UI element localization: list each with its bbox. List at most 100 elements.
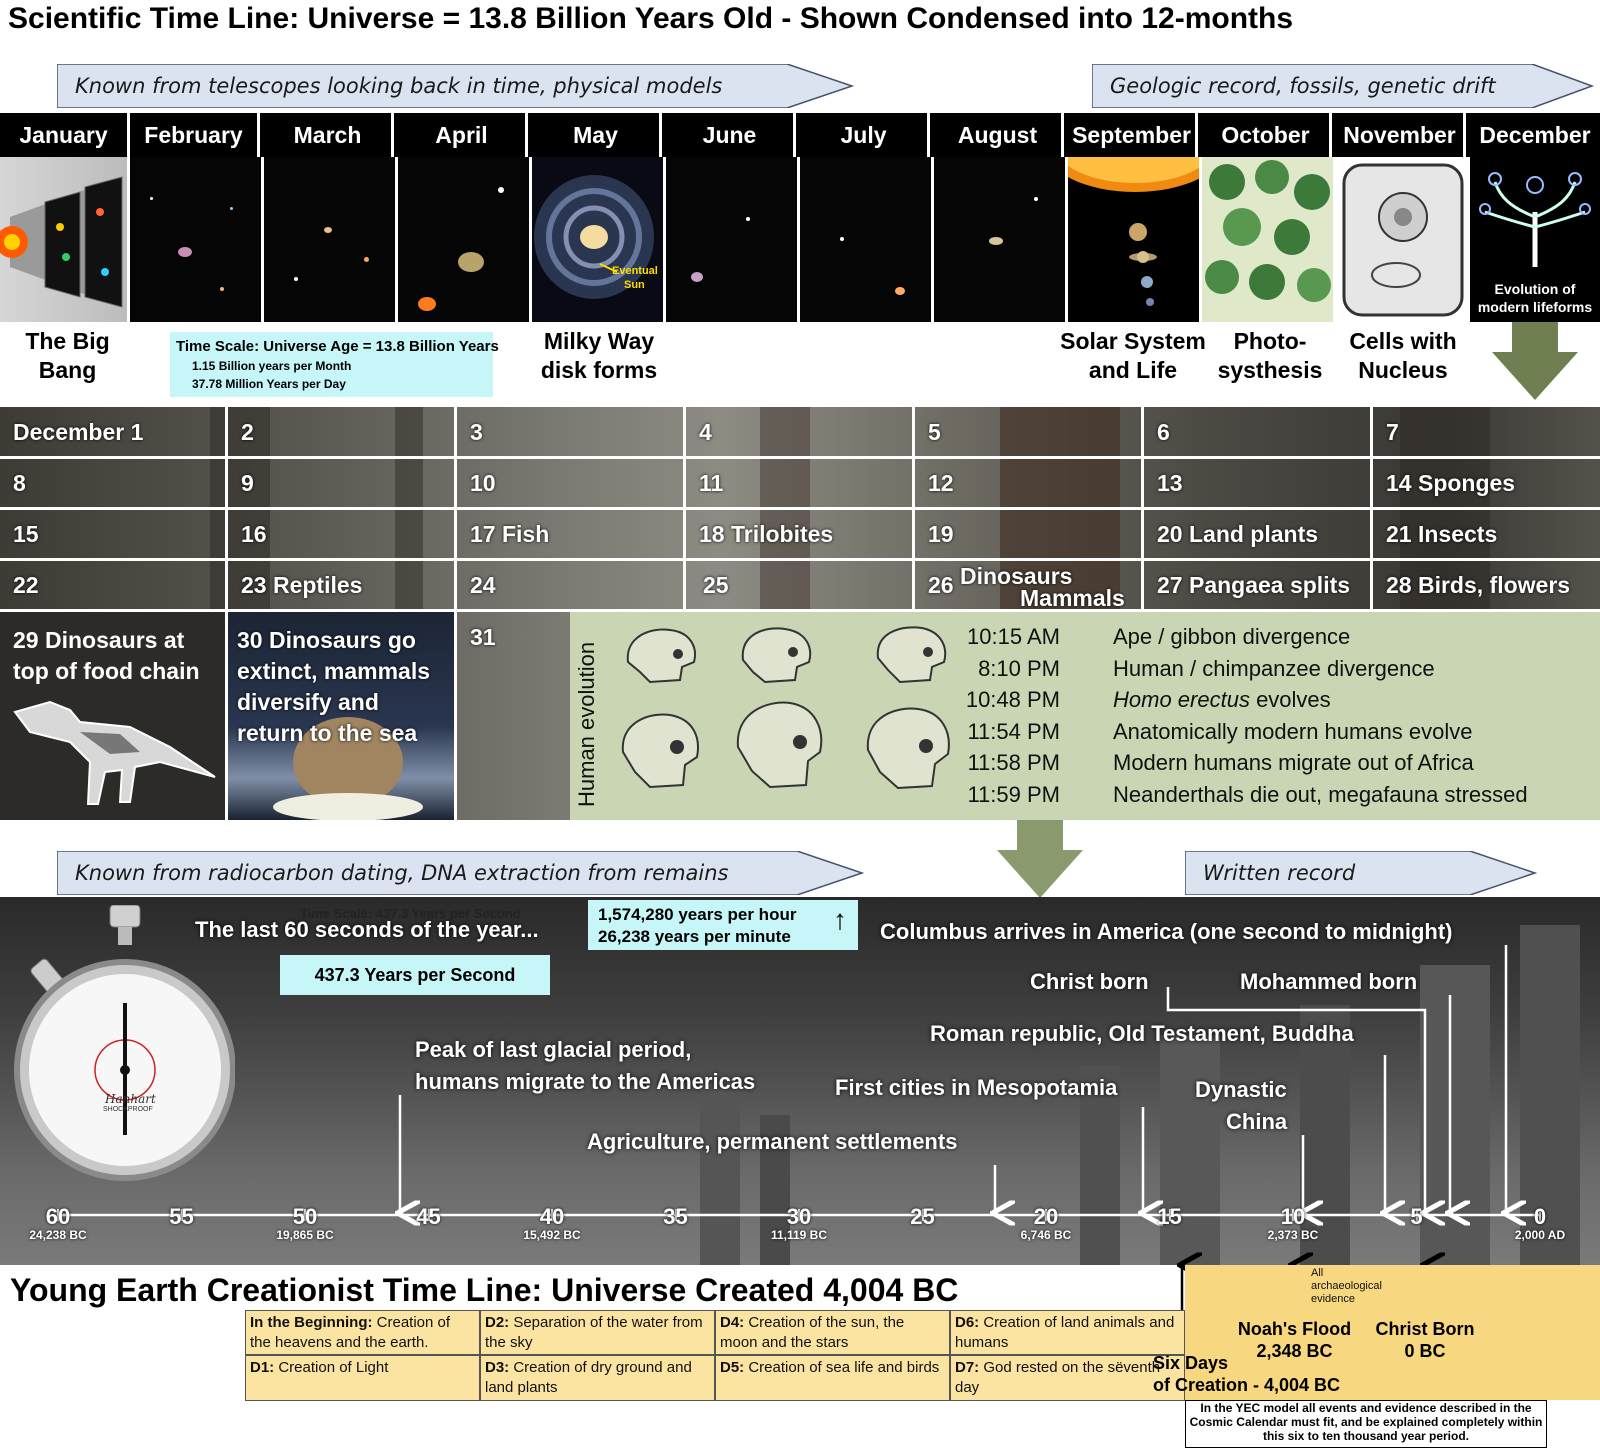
six-days-label: Six Days of Creation - 4,004 BC — [1153, 1352, 1340, 1396]
axis-year-label: 6,746 BC — [1020, 1228, 1072, 1242]
axis-tick-mark — [921, 1209, 924, 1221]
human-evolution-label: Human evolution — [574, 641, 599, 807]
per-hour-text: 1,574,280 years per hour — [598, 905, 797, 924]
month-january: January — [0, 113, 130, 157]
day-cell: 15 — [13, 521, 39, 547]
yec-cell: D4: Creation of the sun, the moon and th… — [715, 1310, 950, 1355]
day-cell: 22 — [13, 572, 39, 598]
day-cell: 14 Sponges — [1386, 470, 1516, 496]
yec-key: D7: — [955, 1359, 980, 1376]
grid-line — [225, 407, 228, 820]
yec-key: D4: — [720, 1314, 745, 1331]
years-per-hour-box: 1,574,280 years per hour 26,238 years pe… — [588, 900, 858, 950]
skyline-building-shape — [1160, 1035, 1220, 1265]
day-30-line: 30 Dinosaurs go — [237, 627, 416, 653]
evo-desc: Homo erectus evolves — [1113, 687, 1331, 713]
day-cell: 23 Reptiles — [241, 572, 363, 598]
axis-tick-label: 50 — [292, 1204, 318, 1229]
yec-key: D1: — [250, 1359, 275, 1376]
time-scale-line-2: 1.15 Billion years per Month — [192, 359, 352, 373]
evidence-line: evidence — [1311, 1293, 1356, 1305]
axis-tick-mark — [304, 1209, 306, 1221]
day-cell: 28 Birds, flowers — [1386, 572, 1571, 598]
axis-tick-mark — [57, 1209, 59, 1221]
stopwatch-icon — [14, 905, 235, 1181]
day-cell: 5 — [928, 419, 941, 445]
yec-key: D2: — [485, 1314, 510, 1331]
evidence-line: archaeological — [1311, 1280, 1382, 1292]
big-bang-image — [0, 157, 130, 322]
day-30-text: 30 Dinosaurs go extinct, mammals diversi… — [237, 625, 430, 749]
month-september: September — [1068, 113, 1198, 157]
caption-solar-system: Solar System and Life — [1053, 327, 1213, 385]
day-cell: 27 Pangaea splits — [1157, 572, 1351, 598]
evo-time: 11:59 PM — [967, 782, 1060, 807]
annotation-columbus: Columbus arrives in America (one second … — [880, 919, 1453, 944]
caption-line: disk forms — [540, 357, 658, 383]
photosynthesis-image — [1202, 157, 1336, 322]
grid-line — [1141, 407, 1144, 612]
day-cell: 7 — [1386, 419, 1399, 445]
grid-line — [0, 558, 1600, 561]
evolution-label-1: Evolution of — [1494, 281, 1576, 297]
annotation-dynastic-2: China — [1226, 1109, 1288, 1134]
day-cell: 25 — [703, 572, 729, 598]
day-29-text: 29 Dinosaurs at top of food chain — [13, 625, 200, 687]
annotation-agriculture: Agriculture, permanent settlements — [587, 1129, 958, 1154]
evo-desc: Anatomically modern humans evolve — [1113, 719, 1473, 744]
time-scale-box: Time Scale: Universe Age = 13.8 Billion … — [170, 332, 499, 397]
banner-text: Geologic record, fossils, genetic drift — [1110, 74, 1496, 98]
caption-line: Nucleus — [1358, 357, 1448, 383]
yec-key: D5: — [720, 1359, 745, 1376]
day-cell: 31 — [470, 624, 496, 650]
yec-cell: D7: God rested on the sëventh day — [950, 1355, 1185, 1401]
evo-desc: Neanderthals die out, megafauna stressed — [1113, 782, 1528, 807]
annotation-mohammed-born: Mohammed born — [1240, 969, 1418, 994]
evo-desc: Ape / gibbon divergence — [1113, 624, 1351, 649]
t-rex-icon — [13, 700, 216, 805]
page-title: Scientific Time Line: Universe = 13.8 Bi… — [8, 2, 1294, 35]
axis-year-label: 15,492 BC — [523, 1228, 581, 1242]
day-cell: 17 Fish — [470, 521, 550, 547]
banner-arrow-shape — [1092, 64, 1595, 108]
day-cell: 11 — [699, 470, 724, 496]
per-minute-text: 26,238 years per minute — [598, 927, 791, 946]
skull-icon — [741, 627, 812, 684]
christ-born-yec-label: Christ Born 0 BC — [1370, 1318, 1480, 1362]
stopwatch-brand: Hanhart — [105, 1092, 156, 1106]
yec-days-table: In the Beginning: Creation of the heaven… — [245, 1310, 1185, 1401]
evolution-tree-image: Evolution of modern lifeforms — [1470, 157, 1600, 322]
axis-tick-label: 10 — [1280, 1204, 1306, 1229]
annotation-roman-republic: Roman republic, Old Testament, Buddha — [930, 1021, 1354, 1046]
yec-cell: D2: Separation of the water from the sky — [480, 1310, 715, 1355]
day-cell: 24 — [470, 572, 496, 598]
yec-text: Creation of Light — [274, 1359, 389, 1376]
annotation-glacial-2: humans migrate to the Americas — [415, 1069, 756, 1094]
annotation-first-cities: First cities in Mesopotamia — [835, 1075, 1118, 1100]
day-cell: 20 Land plants — [1157, 521, 1319, 547]
skull-icon — [866, 707, 950, 790]
skull-icon — [621, 713, 699, 789]
yec-text: Creation of the heavens and the earth. — [250, 1314, 451, 1351]
grid-line — [0, 609, 1600, 612]
caption-line: Solar System — [1060, 328, 1206, 354]
axis-tick-mark — [180, 1209, 183, 1221]
eventual-sun-label: Eventual — [612, 265, 658, 277]
yec-title: Young Earth Creationist Time Line: Unive… — [10, 1272, 959, 1308]
month-november: November — [1336, 113, 1466, 157]
evo-time: 11:58 PM — [967, 750, 1060, 775]
evo-time: 8:10 PM — [978, 656, 1060, 681]
day-cell: 3 — [470, 419, 483, 445]
tree-of-life-illustration — [1479, 172, 1591, 267]
years-per-second-box: 437.3 Years per Second — [280, 955, 550, 995]
day-cell: 21 Insects — [1386, 521, 1498, 547]
axis-tick-mark — [427, 1209, 430, 1221]
yec-key: D3: — [485, 1359, 510, 1376]
skull-icon — [626, 628, 696, 684]
month-october: October — [1202, 113, 1332, 157]
day-cell: 9 — [241, 470, 254, 496]
solar-system-illustration — [1068, 157, 1199, 306]
yec-text: God rested on the sëventh day — [955, 1359, 1161, 1396]
solar-system-image — [1068, 157, 1202, 322]
day-cell: 6 — [1157, 419, 1170, 445]
